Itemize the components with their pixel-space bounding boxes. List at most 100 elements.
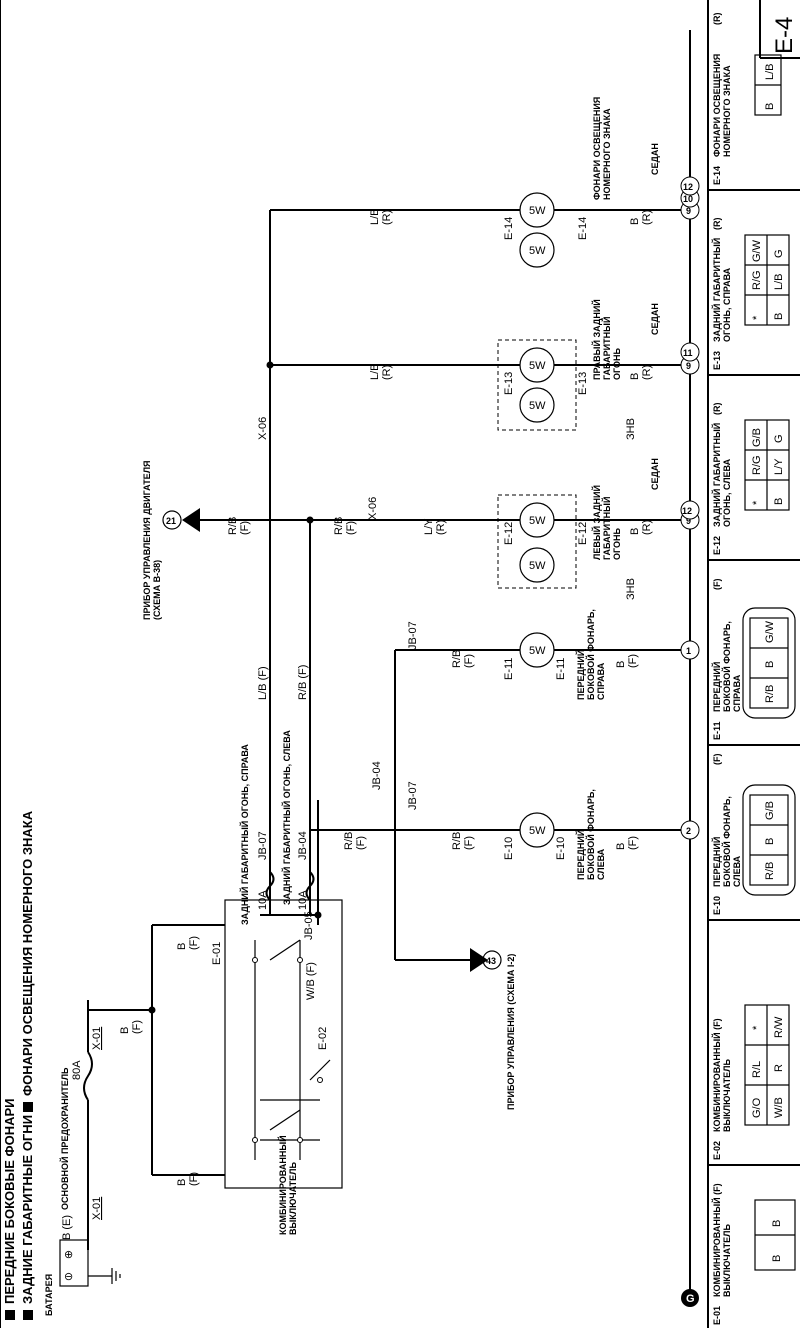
- e10-wire-rb: R/B(F): [451, 832, 475, 850]
- e11-bulb-label: 5W: [529, 645, 546, 657]
- ground-num-12a: 12: [682, 506, 692, 516]
- e13-bulb-2-label: 5W: [529, 400, 546, 412]
- wire-b-f-2: B(F): [176, 1172, 200, 1186]
- conn-e02-pin-4: W/B: [773, 1097, 785, 1118]
- e14-name: ФОНАРИ ОСВЕЩЕНИЯНОМЕРНОГО ЗНАКА: [592, 97, 612, 200]
- conn-e14-pin-1: B: [764, 103, 776, 110]
- conn-e13-pin-5: L/B: [773, 273, 785, 290]
- conn-e13-id: E-13: [712, 351, 722, 370]
- e13-sedan: СЕДАН: [650, 303, 660, 335]
- conn-e11-tag: (F): [712, 579, 722, 591]
- ground-num-2: 2: [686, 826, 691, 836]
- e11-label: E-11: [503, 658, 515, 680]
- ground-point-12b: [680, 176, 700, 196]
- conn-e12-pin-6: G: [773, 434, 785, 443]
- jb07-label-b: JB-07: [407, 781, 419, 810]
- ground-num-1: 1: [686, 646, 691, 656]
- header-line2: ЗАДНИЕ ГАБАРИТНЫЕ ОГНИ ФОНАРИ ОСВЕЩЕНИЯ …: [20, 810, 35, 1320]
- conn-e14-name: ФОНАРИ ОСВЕЩЕНИЯНОМЕРНОГО ЗНАКА: [712, 54, 732, 157]
- conn-e12-pin-2: R/G: [751, 455, 763, 475]
- e14-bulb-2-label: 5W: [529, 245, 546, 257]
- ground-marker-label: G: [686, 1293, 695, 1305]
- conn-e02-pin-5: R: [773, 1064, 785, 1072]
- conn-e12-name: ЗАДНИЙ ГАБАРИТНЫЙОГОНЬ, СЛЕВА: [711, 423, 732, 527]
- conn-e11-title: E-11 ПЕРЕДНИЙБОКОВОЙ ФОНАРЬ,СПРАВА (F): [711, 579, 742, 741]
- ground-num-9b: 9: [686, 361, 691, 371]
- conn-e13-name: ЗАДНИЙ ГАБАРИТНЫЙОГОНЬ, СПРАВА: [711, 238, 732, 342]
- conn-e12-pin-4: B: [773, 498, 785, 505]
- conn-e02-pin-2: R/L: [751, 1061, 763, 1078]
- rear-left-fuse-label: ЗАДНИЙ ГАБАРИТНЫЙ ОГОНЬ, СЛЕВА: [281, 730, 292, 905]
- e12-wire-ly: L/Y(R): [423, 518, 447, 535]
- ecu-label: ПРИБОР УПРАВЛЕНИЯ ДВИГАТЕЛЯ(СХЕМА B-38): [142, 461, 162, 620]
- ground-num-10: 10: [683, 194, 693, 204]
- switch-contact-1: [252, 1137, 258, 1143]
- conn-e02-pin-1: G/O: [751, 1097, 763, 1118]
- conn-e10-inner: [749, 794, 789, 886]
- header: ПЕРЕДНИЕ БОКОВЫЕ ФОНАРИ: [2, 1098, 17, 1320]
- conn-e11-inner: [749, 617, 789, 709]
- main-fuse-rating: 80A: [71, 1060, 83, 1080]
- switch-lever-1: [269, 939, 301, 961]
- page-number-text: E-4: [771, 17, 798, 54]
- ecu-num: 21: [166, 516, 176, 526]
- jb07-label-a: JB-07: [257, 831, 269, 860]
- conn-e10-pin-3: G/B: [764, 801, 776, 820]
- e11-wire-bf: B(F): [615, 654, 639, 668]
- instr-num: 43: [486, 956, 496, 966]
- e12-znv: ЗНВ: [625, 578, 637, 600]
- conn-e14-pin-2: L/B: [764, 63, 776, 80]
- e13-junction: [266, 361, 274, 369]
- header-line2b: ФОНАРИ ОСВЕЩЕНИЯ НОМЕРНОГО ЗНАКА: [20, 810, 35, 1096]
- e13-znv: ЗНВ: [625, 418, 637, 440]
- combo-switch-label: КОМБИНИРОВАННЫЙВЫКЛЮЧАТЕЛЬ: [277, 1135, 298, 1235]
- ground-num-11: 11: [683, 348, 693, 358]
- battery-minus: ⊖: [64, 1271, 73, 1283]
- ground-num-9a: 9: [686, 516, 691, 526]
- e10-name: ПЕРЕДНИЙБОКОВОЙ ФОНАРЬ,СЛЕВА: [575, 789, 606, 880]
- conn-e12-pin-5: L/Y: [773, 458, 785, 475]
- conn-e14-tag: (R): [712, 13, 722, 26]
- e14-wire-lb: L/B(R): [369, 208, 393, 225]
- e10-label: E-10: [503, 837, 515, 860]
- ground-num-9c: 9: [686, 206, 691, 216]
- conn-e14-id: E-14: [712, 166, 722, 185]
- ground-num-12b: 12: [683, 182, 693, 192]
- x01-connector-a: X-01: [91, 1197, 103, 1220]
- conn-e01-pin-2: B: [771, 1220, 783, 1227]
- conn-e10-tag: (F): [712, 754, 722, 766]
- battery-label: БАТАРЕЯ: [44, 1274, 54, 1316]
- conn-e02-name: КОМБИНИРОВАННЫЙ (F)ВЫКЛЮЧАТЕЛЬ: [711, 1018, 732, 1132]
- switch-lever-2: [269, 1109, 301, 1131]
- wire-b-f-1: B(F): [119, 1020, 143, 1034]
- battery-label-g: БАТАРЕЯ: [44, 1274, 54, 1316]
- conn-e02-pin-3: *: [751, 1025, 763, 1030]
- jb04-label-a: JB-04: [297, 831, 309, 860]
- e12-wire-rb: R/B(F): [333, 517, 357, 535]
- battery-box: [59, 1239, 89, 1287]
- conn-e11-id: E-11: [712, 721, 722, 740]
- fuse-rating-2: 10A: [297, 890, 309, 910]
- conn-e12-tag: (R): [712, 403, 722, 416]
- e14-label: E-14: [503, 217, 515, 240]
- conn-e10-title: E-10 ПЕРЕДНИЙБОКОВОЙ ФОНАРЬ,СЛЕВА (F): [711, 754, 742, 916]
- fuse-rear-left: [305, 871, 315, 901]
- fuse-rating-1: 10A: [257, 890, 269, 910]
- ground-point-1: [680, 640, 700, 660]
- conn-e01-title: E-01 КОМБИНИРОВАННЫЙ (F)ВЫКЛЮЧАТЕЛЬ: [711, 1183, 732, 1325]
- switch-lever-3: [309, 1059, 331, 1081]
- feed-junction: [148, 1006, 156, 1014]
- conn-e11-body: [742, 607, 796, 719]
- e12-znv-box: [497, 494, 577, 589]
- e12-bulb-2-label: 5W: [529, 560, 546, 572]
- ground-marker: [681, 1289, 699, 1307]
- wire-b-e: B (E): [61, 1215, 73, 1240]
- header-bullet-3: [23, 1102, 33, 1112]
- e12-name: ЛЕВЫЙ ЗАДНИЙГАБАРИТНЫЙОГОНЬ: [591, 485, 622, 560]
- e14-label-b: E-14: [577, 217, 589, 240]
- e02-label: E-02: [317, 1027, 329, 1050]
- instr-label: ПРИБОР УПРАВЛЕНИЯ (СХЕМА I-2): [506, 954, 516, 1110]
- e01-label: E-01: [211, 942, 223, 965]
